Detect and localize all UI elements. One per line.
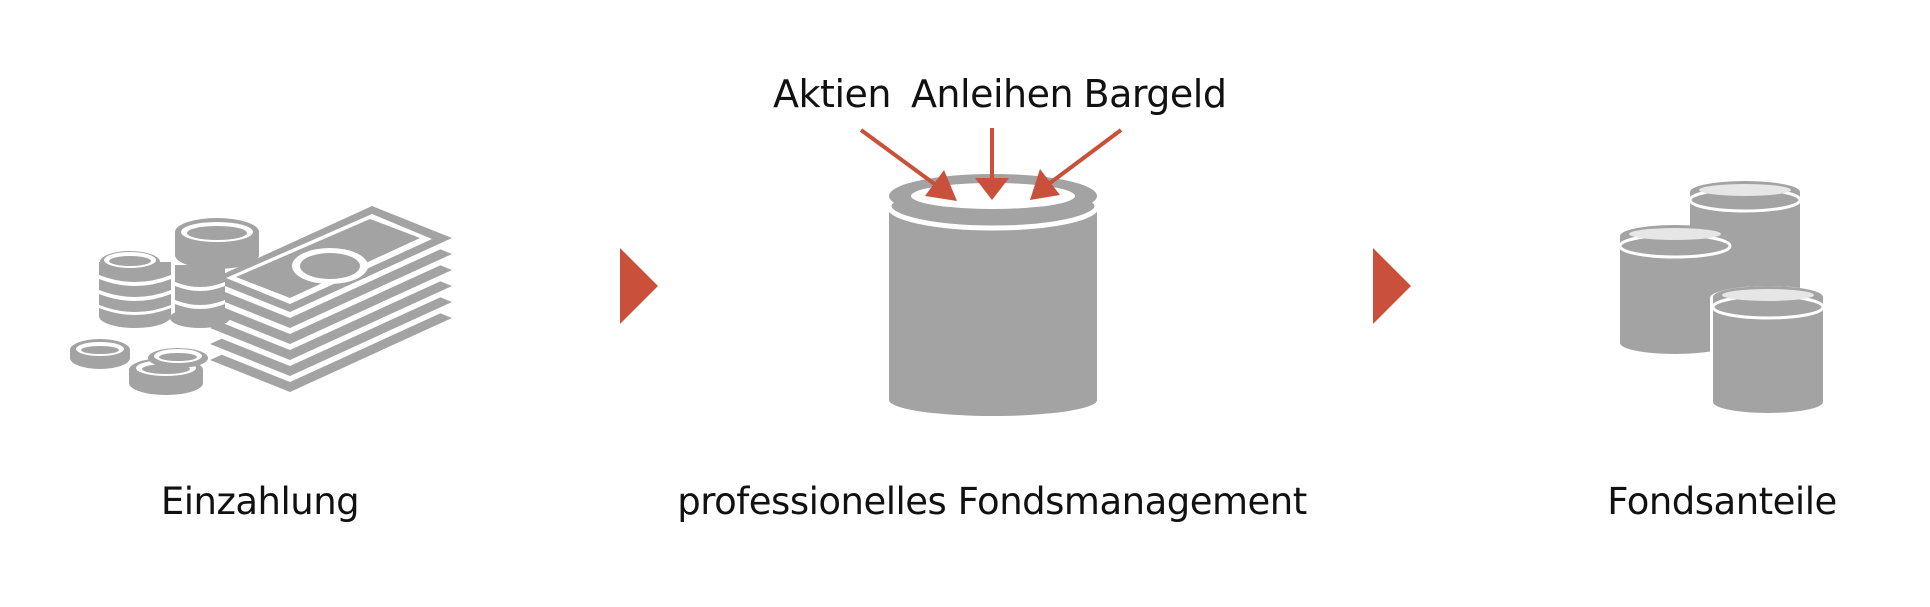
banknote-stack	[210, 206, 452, 392]
input-label-bargeld: Bargeld	[1083, 72, 1228, 116]
coin-stacks-icon	[1618, 181, 1826, 414]
coin-stack-front	[1710, 286, 1826, 414]
step-label-einzahlung: Einzahlung	[160, 480, 360, 523]
input-arrows	[859, 128, 1123, 201]
input-label-aktien: Aktien	[773, 72, 891, 116]
coin-single-a	[70, 339, 130, 369]
coin-stack-mid	[170, 265, 230, 328]
step-label-fondsanteile: Fondsanteile	[1607, 480, 1837, 523]
coin-stack-tall	[175, 218, 259, 269]
arrow-anleihen	[975, 128, 1009, 200]
flow-arrow-2	[1373, 248, 1411, 324]
flow-arrow-1	[620, 248, 658, 324]
money-stack-icon	[70, 206, 452, 395]
coin-single-b	[129, 348, 208, 395]
coin-stack-left	[99, 251, 171, 328]
fund-cylinder-icon	[886, 174, 1100, 416]
step-label-fondsmanagement: professionelles Fondsmanagement	[677, 480, 1307, 523]
input-label-anleihen: Anleihen	[910, 72, 1074, 116]
arrow-aktien	[859, 128, 957, 201]
arrow-bargeld	[1030, 128, 1123, 200]
